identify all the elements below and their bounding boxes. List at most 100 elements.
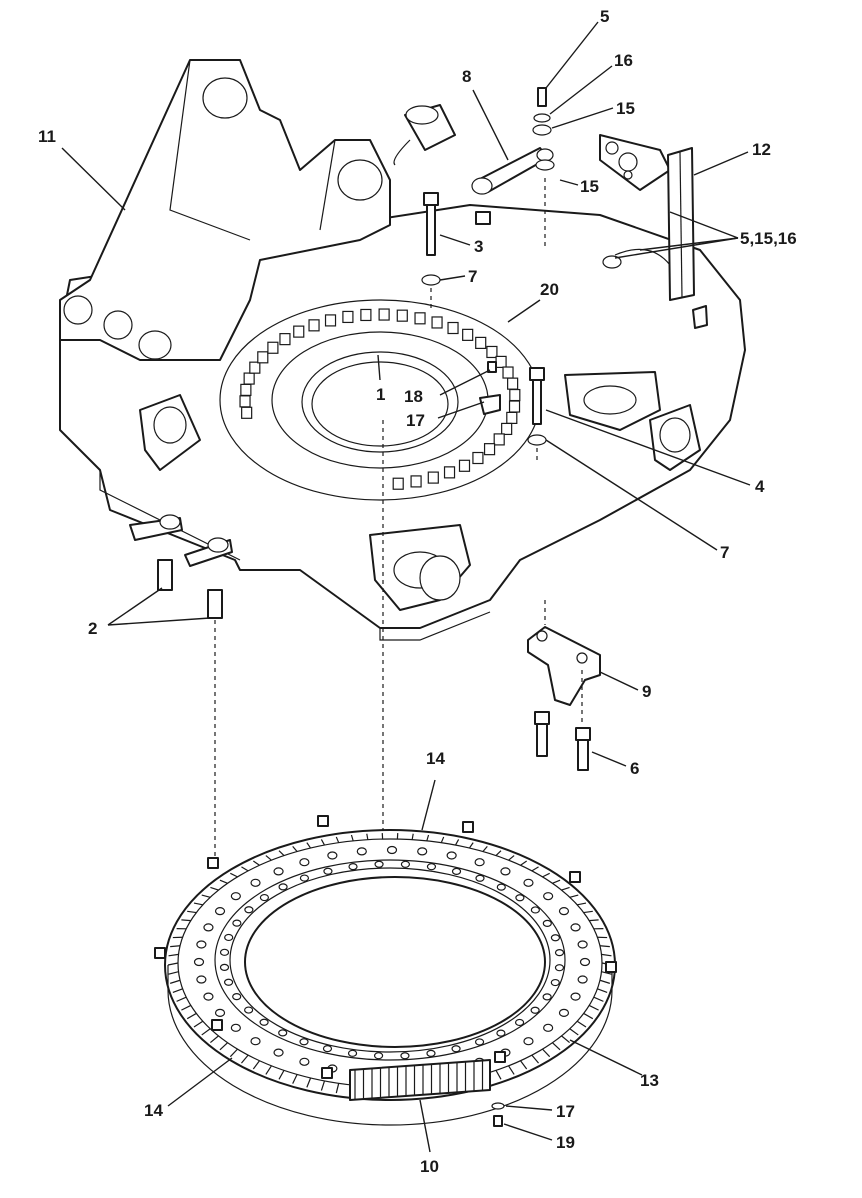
gear-tooth bbox=[193, 902, 203, 906]
ring-hole-inner bbox=[530, 906, 540, 914]
gear-tooth bbox=[569, 1028, 579, 1036]
callout-5-top: 5 bbox=[600, 7, 609, 26]
frame-bolt bbox=[392, 477, 404, 490]
gear-tooth bbox=[186, 1012, 197, 1020]
ring-hole-inner bbox=[475, 874, 485, 882]
frame-bolt bbox=[279, 333, 291, 346]
ring-hole-inner bbox=[278, 883, 288, 891]
ring-hole-inner bbox=[232, 993, 242, 1001]
ring-hole bbox=[543, 892, 554, 901]
ring-hole bbox=[579, 957, 591, 967]
gear-tooth bbox=[468, 842, 474, 849]
bolt-3 bbox=[421, 192, 441, 312]
gear-tooth bbox=[168, 971, 179, 975]
bracket-9 bbox=[527, 600, 601, 725]
gear-tooth bbox=[531, 866, 539, 872]
ring-hole-inner bbox=[451, 867, 462, 875]
frame-bolt bbox=[493, 433, 505, 446]
pins-2 bbox=[129, 514, 233, 860]
gear-tooth bbox=[176, 996, 187, 1002]
gear-tooth bbox=[411, 833, 414, 840]
ring-hole-inner bbox=[374, 860, 384, 868]
ring-hole-inner bbox=[299, 874, 310, 882]
ring-hole bbox=[446, 851, 457, 860]
frame-bolt bbox=[249, 361, 261, 374]
bracket-18 bbox=[479, 361, 501, 415]
ring-hole bbox=[273, 1048, 284, 1057]
callout-17-b: 17 bbox=[556, 1102, 575, 1121]
gear-tooth bbox=[583, 910, 593, 914]
gear-tooth bbox=[508, 1065, 515, 1075]
ring-hole-inner bbox=[496, 1029, 506, 1037]
frame-bolt bbox=[427, 471, 439, 484]
ring-hole-inner bbox=[219, 948, 230, 956]
frame-bolt bbox=[239, 395, 251, 408]
ring-hole bbox=[214, 1008, 226, 1017]
ring-hole bbox=[250, 878, 261, 887]
callout-6: 6 bbox=[630, 759, 639, 778]
ring-hole-inner bbox=[348, 863, 358, 871]
ring-hole-inner bbox=[550, 934, 561, 942]
ring-hole-inner bbox=[278, 1029, 288, 1037]
bolt-5-top bbox=[532, 87, 555, 248]
gear-tooth bbox=[170, 945, 181, 948]
callout-8: 8 bbox=[462, 67, 471, 86]
ring-hole bbox=[196, 975, 207, 984]
leader-lines bbox=[61, 21, 751, 1153]
gear-tooth bbox=[201, 1028, 211, 1036]
gear-tooth bbox=[265, 1065, 272, 1075]
ring-hole-inner bbox=[322, 1045, 333, 1053]
callout-2: 2 bbox=[88, 619, 97, 638]
gear-tooth bbox=[187, 910, 197, 914]
bolt-4 bbox=[527, 367, 547, 460]
gear-tooth bbox=[181, 1004, 192, 1011]
gear-tooth bbox=[335, 836, 340, 843]
callout-9: 9 bbox=[642, 682, 651, 701]
ring-hole-inner bbox=[219, 963, 230, 971]
ring-hole bbox=[299, 1057, 310, 1066]
ring-hole bbox=[214, 907, 226, 916]
callout-7-a: 7 bbox=[468, 267, 477, 286]
frame-bolt bbox=[257, 351, 269, 364]
callout-3: 3 bbox=[474, 237, 483, 256]
ring-hole-inner bbox=[550, 978, 560, 987]
pinion-teeth bbox=[354, 1061, 484, 1099]
frame-bolt bbox=[396, 309, 408, 322]
callout-5-15-16: 5,15,16 bbox=[740, 229, 797, 248]
ring-hole-inner bbox=[426, 1049, 436, 1057]
boom-mount-bracket bbox=[59, 59, 391, 361]
callout-12: 12 bbox=[752, 140, 771, 159]
frame-bolt bbox=[507, 377, 519, 390]
gear-tooth bbox=[599, 945, 610, 948]
frame-bolt bbox=[508, 400, 521, 413]
frame-bolt bbox=[308, 319, 320, 332]
gear-tooth bbox=[551, 1042, 561, 1051]
gear-tooth bbox=[241, 866, 249, 872]
gear-tooth bbox=[542, 872, 550, 878]
callout-labels: 5 16 8 15 11 12 15 3 5,15,16 7 20 1 18 1… bbox=[38, 7, 797, 1176]
gear-tooth bbox=[278, 850, 285, 857]
frame-bolt bbox=[447, 321, 459, 335]
ring-hole-inner bbox=[224, 933, 234, 942]
gear-tooth bbox=[350, 834, 354, 842]
frame-bolt bbox=[472, 451, 484, 465]
gear-tooth bbox=[576, 1020, 587, 1028]
gear-tooth bbox=[552, 879, 561, 884]
cylinder-cradles bbox=[139, 371, 701, 611]
slewing-ring bbox=[154, 815, 617, 1126]
gear-tooth bbox=[193, 1020, 204, 1028]
gear-tooth bbox=[278, 1070, 285, 1080]
gear-tooth bbox=[597, 988, 608, 994]
frame-bolt bbox=[240, 383, 252, 396]
ring-hole bbox=[356, 847, 367, 856]
gear-tooth bbox=[426, 834, 430, 842]
ring-hole-inner bbox=[232, 919, 242, 927]
callout-10: 10 bbox=[420, 1157, 439, 1176]
gear-tooth bbox=[201, 894, 211, 898]
ring-hole bbox=[570, 992, 581, 1001]
gear-tooth bbox=[335, 1083, 340, 1094]
gear-tooth bbox=[219, 1042, 229, 1051]
callout-18: 18 bbox=[404, 387, 423, 406]
callout-16-top: 16 bbox=[614, 51, 633, 70]
gear-tooth bbox=[320, 839, 326, 846]
